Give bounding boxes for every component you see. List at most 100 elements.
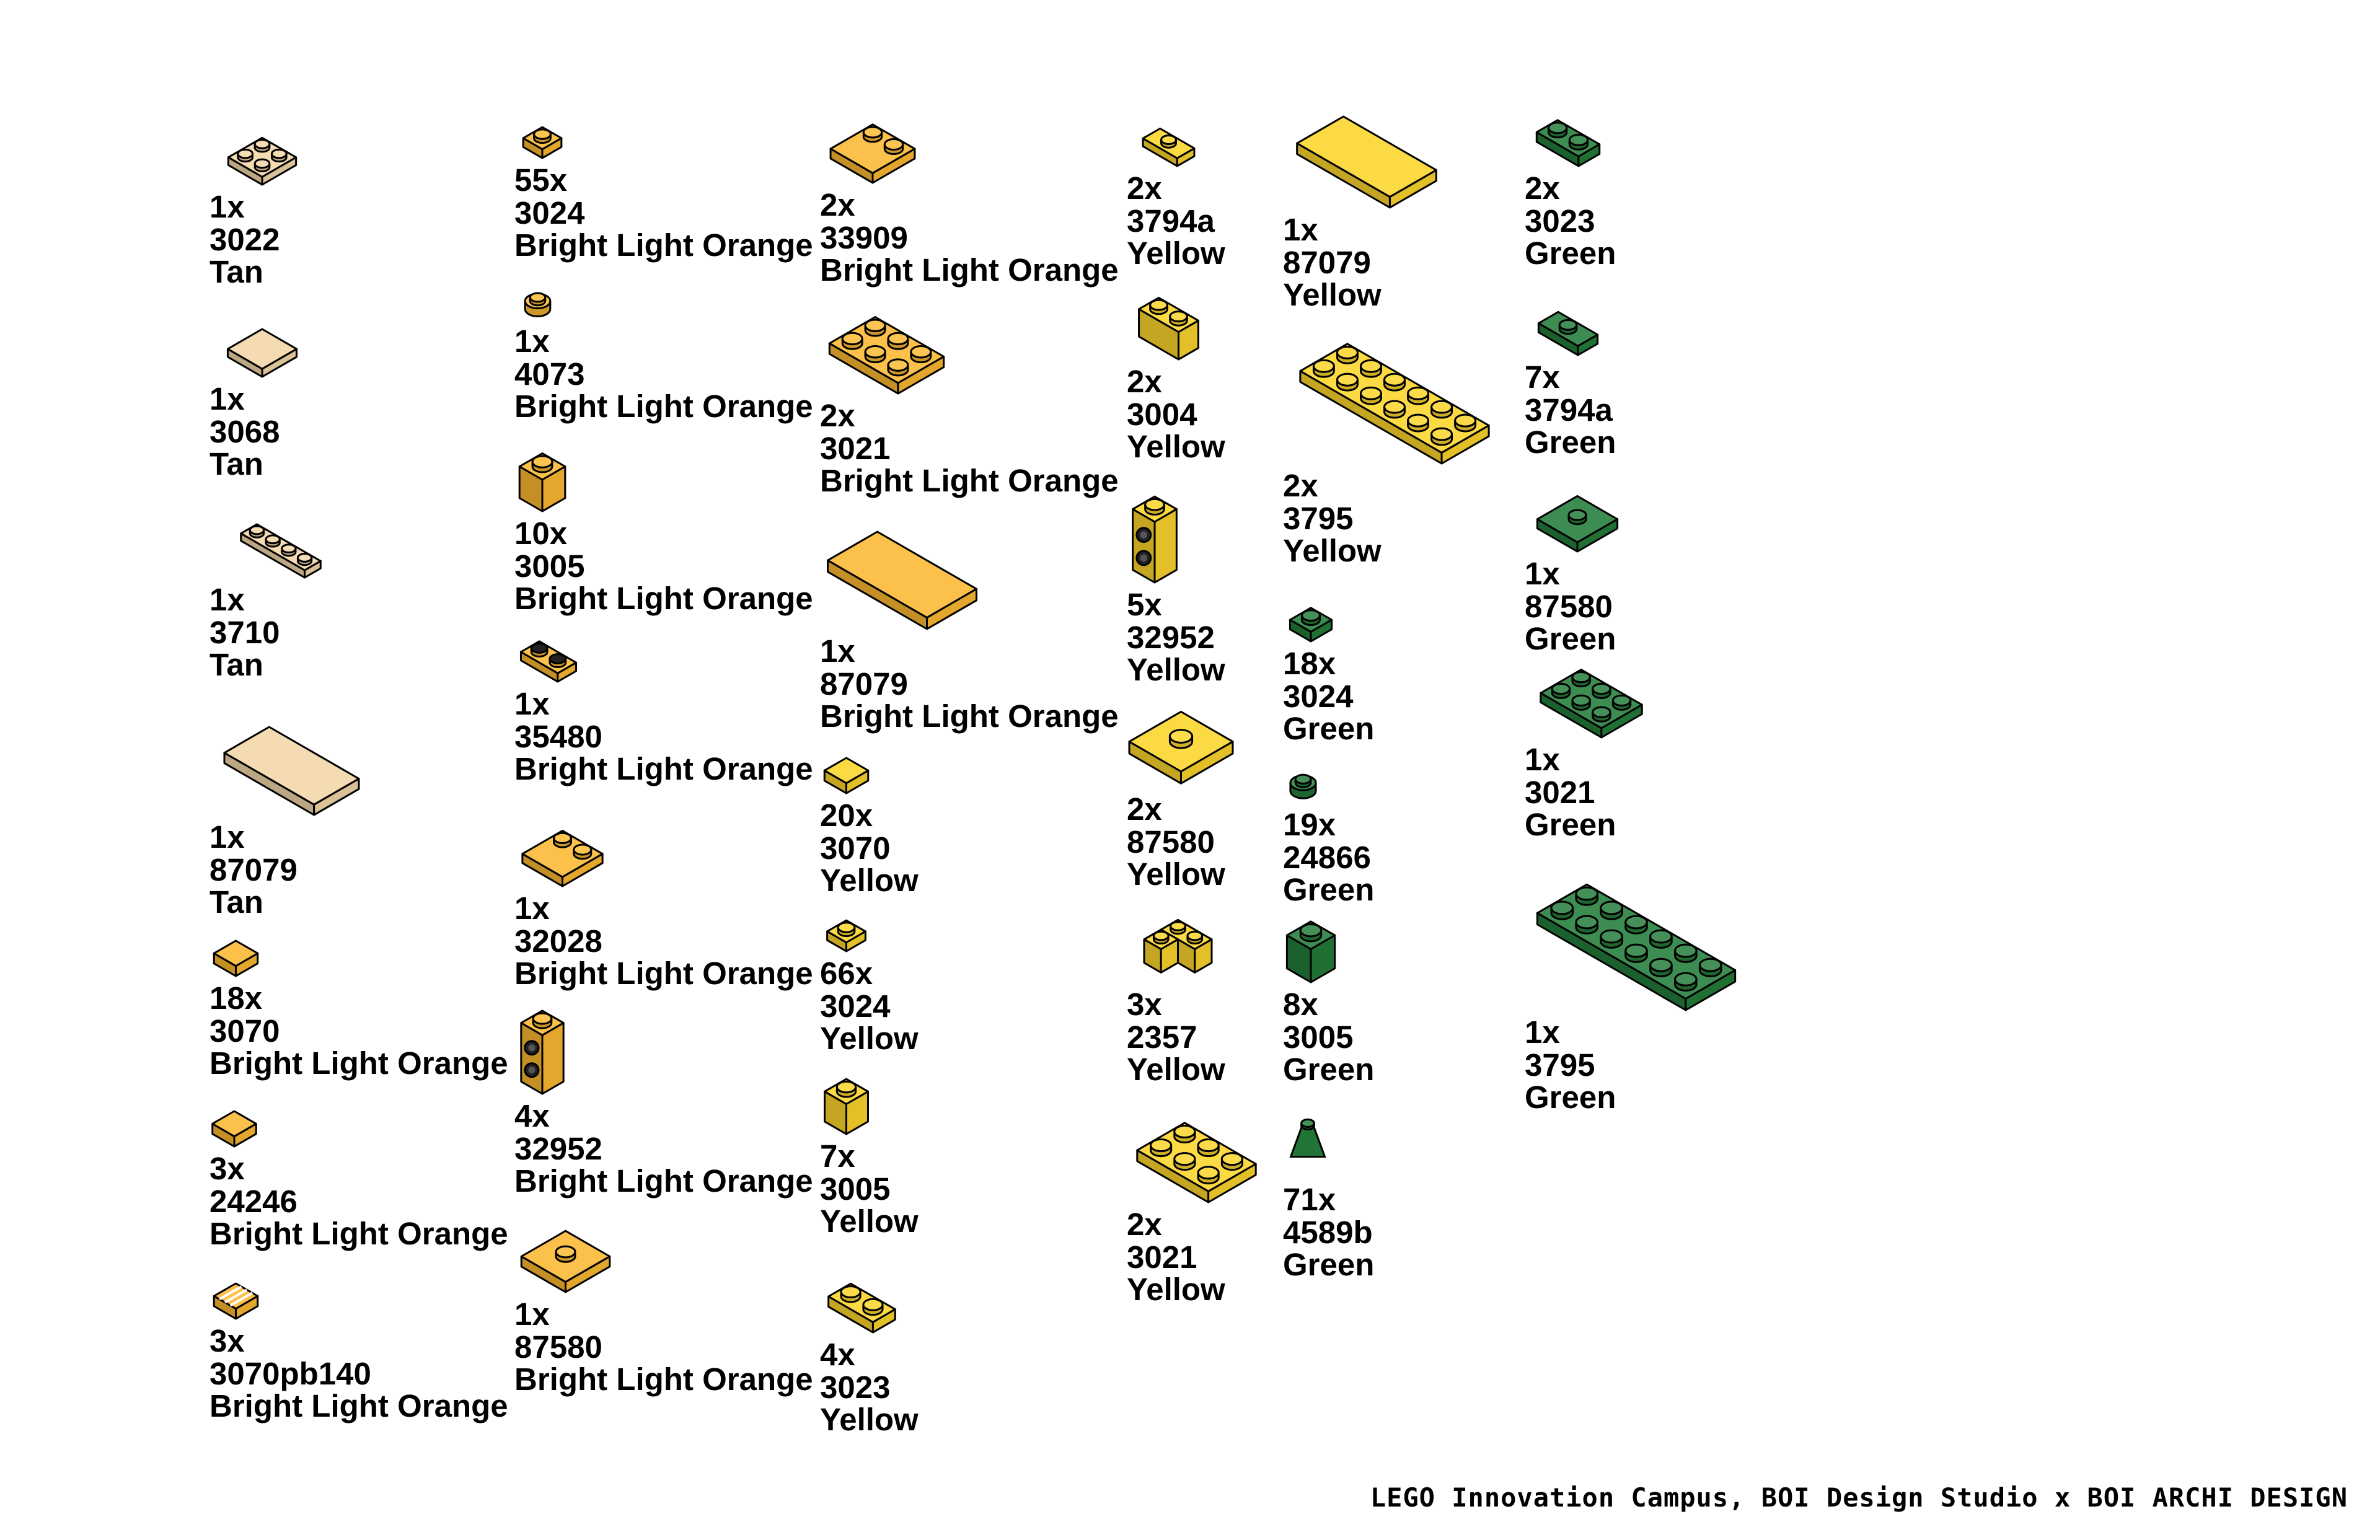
- part-quantity: 2x: [1127, 170, 1162, 206]
- part-quantity: 1x: [514, 323, 550, 359]
- part-quantity: 1x: [209, 582, 245, 617]
- part-color: Tan: [209, 446, 263, 482]
- part-color: Yellow: [1127, 235, 1225, 271]
- part-number: 87079: [1283, 244, 1371, 280]
- part-number: 3024: [1283, 678, 1354, 714]
- part-number: 3070pb140: [209, 1355, 371, 1391]
- tile-2x4-icon: [1296, 115, 1437, 209]
- part-quantity: 18x: [209, 980, 263, 1016]
- part-quantity: 1x: [514, 891, 550, 926]
- part-quantity: 71x: [1283, 1182, 1336, 1217]
- part-number: 3070: [820, 830, 891, 866]
- part-color: Yellow: [1127, 652, 1225, 687]
- part-quantity: 1x: [514, 686, 550, 721]
- part-color: Yellow: [820, 1203, 919, 1239]
- part-quantity: 4x: [820, 1337, 855, 1372]
- part-quantity: 10x: [514, 516, 568, 551]
- credit-line: LEGO Innovation Campus, BOI Design Studi…: [1370, 1482, 2348, 1513]
- part-color: Bright Light Orange: [209, 1216, 508, 1251]
- plate-2x2-jumper-icon: [1536, 495, 1619, 553]
- part-number: 3024: [514, 195, 585, 231]
- part-quantity: 1x: [1283, 212, 1318, 247]
- part-number: 87580: [1127, 824, 1215, 860]
- part-number: 33909: [820, 219, 908, 255]
- part-number: 4073: [514, 356, 585, 392]
- part-color: Bright Light Orange: [820, 252, 1119, 288]
- part-quantity: 1x: [209, 381, 245, 416]
- plate-1x2-jumper-icon: [1142, 127, 1196, 167]
- part-number: 87079: [820, 666, 908, 702]
- part-quantity: 3x: [209, 1151, 245, 1186]
- part-number: 3005: [820, 1171, 891, 1207]
- tile-1x1-icon: [823, 757, 870, 794]
- part-color: Yellow: [1127, 856, 1225, 892]
- brick-1x1-icon: [1285, 920, 1336, 983]
- tile-2x4-icon: [827, 530, 977, 630]
- part-number: 3022: [209, 221, 280, 257]
- part-color: Yellow: [1127, 1272, 1225, 1307]
- part-quantity: 2x: [1525, 170, 1560, 206]
- plate-1x2-rounded-icon: [519, 640, 578, 683]
- part-color: Green: [1283, 711, 1375, 746]
- plate-2x6-icon: [1299, 343, 1490, 465]
- brick-1x1-icon: [823, 1078, 870, 1135]
- part-number: 3794a: [1525, 392, 1613, 428]
- plate-2x2-jumper-icon: [520, 1230, 611, 1293]
- tile-2x2-studs-icon: [829, 123, 916, 184]
- tile-round-corner-icon: [211, 1110, 257, 1148]
- part-quantity: 8x: [1283, 987, 1318, 1022]
- part-number: 3021: [820, 430, 891, 466]
- part-color: Green: [1525, 1080, 1616, 1115]
- part-quantity: 1x: [1525, 1014, 1560, 1050]
- plate-2x3-icon: [1540, 669, 1643, 739]
- part-quantity: 55x: [514, 162, 568, 198]
- part-color: Bright Light Orange: [514, 751, 813, 786]
- part-number: 3794a: [1127, 203, 1215, 239]
- part-quantity: 1x: [1525, 742, 1560, 777]
- part-number: 24866: [1283, 839, 1371, 875]
- part-quantity: 1x: [1525, 556, 1560, 591]
- part-color: Yellow: [1283, 277, 1382, 312]
- part-color: Yellow: [1283, 533, 1382, 568]
- part-number: 3023: [1525, 203, 1595, 239]
- part-quantity: 1x: [820, 633, 855, 669]
- part-quantity: 4x: [514, 1098, 550, 1133]
- part-color: Tan: [209, 647, 263, 682]
- part-color: Green: [1525, 621, 1616, 656]
- part-number: 2357: [1127, 1019, 1197, 1055]
- part-color: Green: [1525, 425, 1616, 460]
- part-color: Bright Light Orange: [514, 1163, 813, 1199]
- tile-1x1-icon: [213, 939, 259, 977]
- plate-1x1-icon: [826, 919, 866, 953]
- part-color: Yellow: [1127, 429, 1225, 464]
- part-color: Bright Light Orange: [209, 1388, 508, 1423]
- part-quantity: 7x: [1525, 359, 1560, 395]
- cone-1x1-icon: [1289, 1118, 1326, 1158]
- part-quantity: 20x: [820, 798, 873, 833]
- part-quantity: 5x: [1127, 587, 1162, 622]
